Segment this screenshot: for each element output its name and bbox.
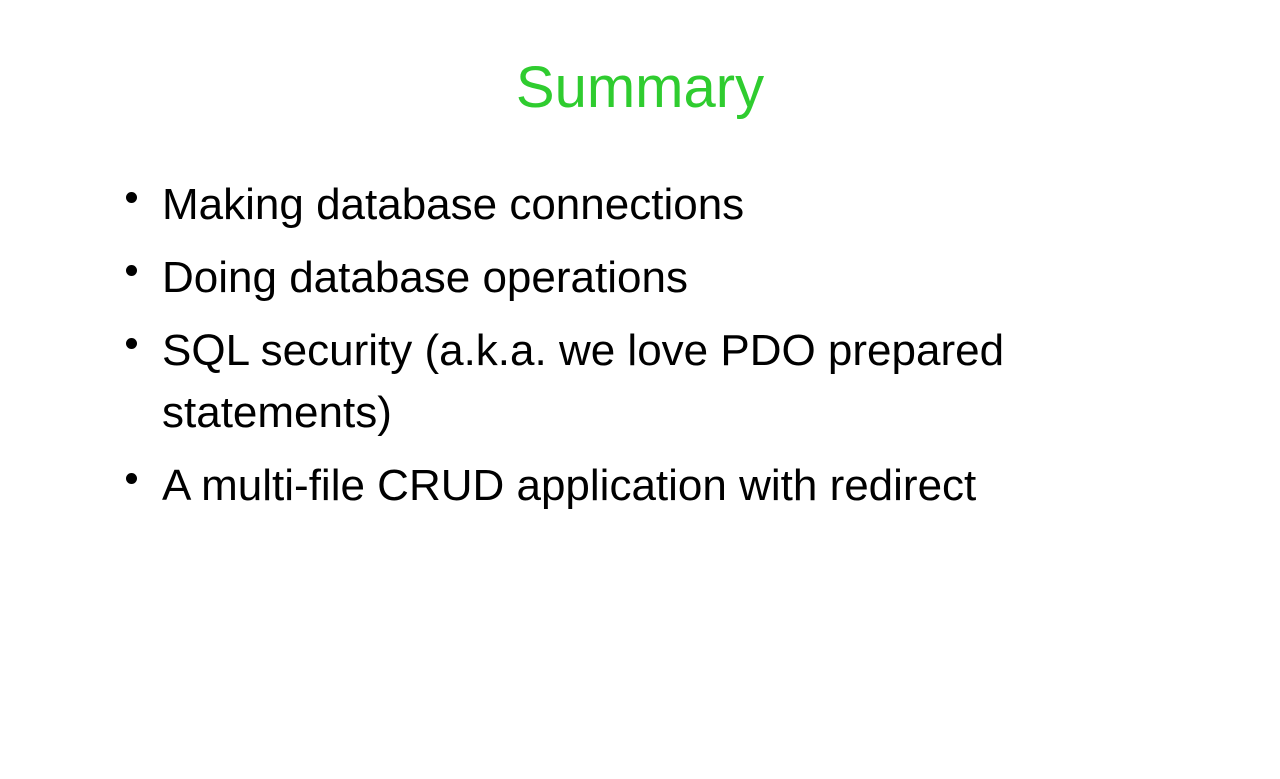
bullet-line: A multi-file CRUD application with redir…	[162, 461, 977, 510]
bullet-line: SQL security (a.k.a. we love PDO prepare…	[162, 326, 1005, 375]
bullet-line: Making database connections	[162, 180, 745, 229]
bullet-line: statements)	[162, 388, 392, 437]
bullet-text: A multi-file CRUD application with redir…	[162, 455, 1152, 517]
bullet-text: Making database connections	[162, 174, 1152, 236]
list-item: Making database connections	[122, 174, 1152, 236]
presentation-slide: Summary Making database connections Doin…	[0, 59, 1280, 779]
bullet-icon	[122, 455, 162, 517]
bullet-text: Doing database operations	[162, 247, 1152, 309]
bullet-icon	[122, 247, 162, 309]
slide-title: Summary	[515, 55, 765, 120]
list-item: SQL security (a.k.a. we love PDO prepare…	[122, 320, 1152, 444]
bullet-icon	[122, 174, 162, 236]
list-item: Doing database operations	[122, 247, 1152, 309]
bullet-list: Making database connections Doing databa…	[122, 174, 1152, 517]
bullet-line: Doing database operations	[162, 253, 688, 302]
bullet-text: SQL security (a.k.a. we love PDO prepare…	[162, 320, 1152, 444]
list-item: A multi-file CRUD application with redir…	[122, 455, 1152, 517]
bullet-icon	[122, 320, 162, 382]
